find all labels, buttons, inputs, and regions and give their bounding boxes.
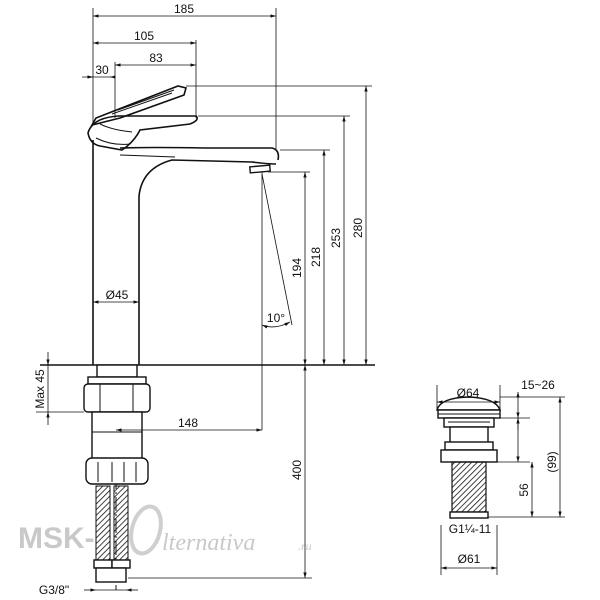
drain-assembly: [436, 385, 565, 575]
dim-drain-height-99: (99): [545, 451, 559, 472]
spout-angle-dimension: 10°: [261, 172, 293, 430]
dim-angle: 10°: [267, 311, 285, 325]
dim-drain-bottom-diameter: Ø61: [458, 552, 481, 566]
dim-width-handle: 105: [134, 29, 154, 43]
watermark-logo-icon: [129, 504, 163, 556]
max-thickness-dimension: Max 45: [33, 352, 84, 425]
dim-hose-length: 400: [290, 460, 304, 480]
dim-offset: 30: [95, 63, 109, 77]
drain-dimensions: Ø64 15~26 (99) 56 G1¼-11 Ø61: [437, 378, 562, 570]
dim-body-diameter: Ø45: [106, 288, 129, 302]
dim-max-thickness: Max 45: [33, 369, 47, 409]
height-dimensions: 194 218 253 280: [186, 85, 372, 365]
dim-drain-thread: G1¼-11: [449, 522, 492, 536]
mounting-assembly: [83, 364, 151, 590]
faucet-body: [40, 85, 375, 366]
hose-thread-dimension: G3/8": [39, 583, 138, 597]
dim-height-253: 253: [329, 228, 343, 248]
dim-spout-reach: 148: [178, 416, 198, 430]
dim-hose-thread: G3/8": [39, 583, 69, 597]
hose-length-dimension: 400: [128, 365, 312, 579]
dim-width-lever: 83: [149, 51, 163, 65]
dim-drain-range: 15~26: [521, 378, 555, 392]
top-dimensions: 185 105 83 30: [82, 2, 277, 150]
dim-height-280: 280: [351, 218, 365, 238]
watermark-brand-suffix: lternativa: [162, 530, 255, 556]
watermark-brand-prefix: MSK-: [18, 522, 95, 555]
dim-height-218: 218: [309, 247, 323, 267]
dim-drain-top-diameter: Ø64: [457, 386, 480, 400]
dim-width-total: 185: [174, 2, 194, 16]
dim-height-194: 194: [290, 258, 304, 278]
spout-reach-dimension: 148: [116, 416, 262, 432]
body-diameter-dimension: Ø45: [93, 288, 139, 304]
dim-drain-height-56: 56: [517, 483, 531, 497]
watermark: MSK- lternativa .ru: [18, 504, 312, 556]
